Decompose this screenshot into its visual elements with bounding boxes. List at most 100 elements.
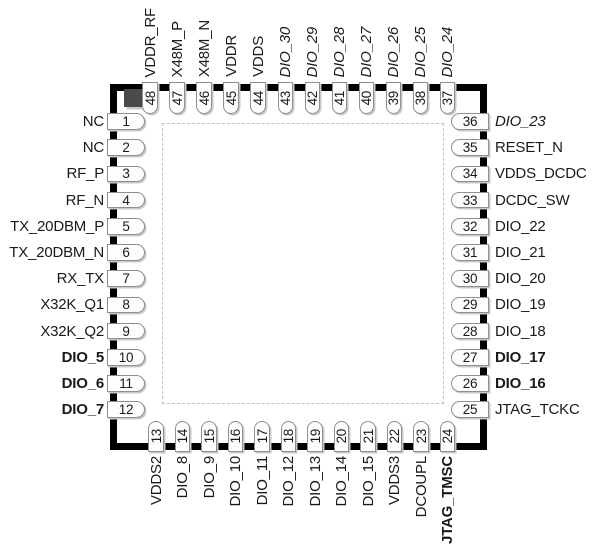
pin-18-number: 18 <box>281 429 296 444</box>
pin-11-pad: 11 <box>107 375 145 392</box>
pin-43-pad: 43 <box>277 82 293 114</box>
pin-13-label: VDDS2 <box>147 456 165 506</box>
pin-17-number: 17 <box>254 429 270 444</box>
pin-1-number: 1 <box>122 114 130 129</box>
pin-32-label: DIO_22 <box>495 217 546 235</box>
pin-8-pad: 8 <box>107 296 145 314</box>
pin-34-pad: 34 <box>451 165 489 183</box>
pin-2-pad: 2 <box>107 139 145 156</box>
pin-39-label: DIO_26 <box>384 26 402 78</box>
pin-42-pad: 42 <box>304 82 321 114</box>
pin-44-number: 44 <box>250 90 266 106</box>
pin-46-number: 46 <box>196 90 212 106</box>
pin-7-label: RX_TX <box>56 270 105 288</box>
pin-42-label: DIO_29 <box>303 26 321 78</box>
pin-43-number: 43 <box>277 90 293 106</box>
exposed-pad-outline <box>162 123 444 404</box>
pin-2-label: NC <box>82 139 104 157</box>
pin-40-label: DIO_27 <box>357 26 375 78</box>
pin-15-number: 15 <box>201 429 217 444</box>
pin-36-label: DIO_23 <box>495 113 546 130</box>
pin-28-pad: 28 <box>451 322 489 340</box>
pin-14-pad: 14 <box>174 420 191 452</box>
pin-41-pad: 41 <box>331 82 348 114</box>
pin-10-label: DIO_5 <box>61 348 105 366</box>
pin-48-label: VDDR_RF <box>141 7 159 77</box>
pin-42-number: 42 <box>304 90 320 106</box>
pin-29-number: 29 <box>462 297 478 313</box>
pin-3-label: RF_P <box>66 165 104 183</box>
pin-23-number: 23 <box>413 429 429 444</box>
pin-16-number: 16 <box>228 429 243 444</box>
pin-35-pad: 35 <box>451 139 489 156</box>
pin-20-label: DIO_14 <box>333 456 350 507</box>
pin-3-pad: 3 <box>107 165 145 183</box>
pin-33-pad: 33 <box>451 191 489 209</box>
pin-12-label: DIO_7 <box>61 401 105 419</box>
pin-40-pad: 40 <box>358 82 375 114</box>
pin-5-pad: 5 <box>107 218 145 235</box>
pin-25-number: 25 <box>462 402 478 418</box>
pin-11-number: 11 <box>119 376 133 391</box>
pin-27-label: DIO_17 <box>495 348 546 366</box>
pin-48-pad: 48 <box>142 82 158 114</box>
pin-1-pad: 1 <box>107 113 145 130</box>
pin-45-pad: 45 <box>223 82 239 114</box>
pin-44-label: VDDS <box>249 36 267 77</box>
pin-18-pad: 18 <box>280 420 297 452</box>
chip-outline <box>110 84 487 450</box>
pin-45-label: VDDR <box>222 35 240 77</box>
pin-3-number: 3 <box>122 166 130 182</box>
pin-14-number: 14 <box>175 429 190 444</box>
pin-24-pad: 24 <box>439 420 456 452</box>
pin-47-pad: 47 <box>169 82 185 114</box>
pin-36-pad: 36 <box>451 113 489 130</box>
pin-21-number: 21 <box>360 429 376 444</box>
pin-46-label: X48M_N <box>195 19 213 77</box>
pin-40-number: 40 <box>358 90 374 106</box>
pin-25-pad: 25 <box>451 401 489 418</box>
pin-10-number: 10 <box>118 349 134 365</box>
pin-27-pad: 27 <box>451 349 489 366</box>
pin-38-number: 38 <box>413 90 428 106</box>
pin-29-pad: 29 <box>451 296 489 314</box>
pin-34-number: 34 <box>462 166 478 182</box>
pin-22-number: 22 <box>387 429 402 444</box>
pin-21-pad: 21 <box>360 420 376 452</box>
pin-35-label: RESET_N <box>495 139 563 157</box>
pin-15-label: DIO_9 <box>200 456 218 499</box>
pin-44-pad: 44 <box>250 82 266 114</box>
pin-22-label: VDDS3 <box>386 456 403 506</box>
pin-23-pad: 23 <box>413 420 429 452</box>
pin-5-label: TX_20DBM_P <box>10 217 104 235</box>
pin-18-label: DIO_12 <box>280 456 297 507</box>
pin-24-label: JTAG_TMSC <box>439 456 456 544</box>
pin-31-number: 31 <box>462 245 478 260</box>
pin-24-number: 24 <box>440 429 455 444</box>
pin-45-number: 45 <box>223 90 239 106</box>
pin-27-number: 27 <box>462 349 478 365</box>
pin-46-pad: 46 <box>196 82 212 114</box>
pin-2-number: 2 <box>122 140 130 156</box>
pin-8-label: X32K_Q1 <box>40 296 104 314</box>
pin-14-label: DIO_8 <box>174 456 191 499</box>
pin-28-label: DIO_18 <box>495 322 546 340</box>
pin-10-pad: 10 <box>107 349 145 366</box>
pin-33-number: 33 <box>462 192 478 208</box>
pin-29-label: DIO_19 <box>495 296 546 314</box>
pin-9-label: X32K_Q2 <box>40 322 104 340</box>
pin-32-pad: 32 <box>451 218 489 235</box>
pin-4-number: 4 <box>122 192 130 208</box>
pin-7-pad: 7 <box>107 270 145 287</box>
pin-8-number: 8 <box>122 297 130 313</box>
pin-13-number: 13 <box>148 429 164 444</box>
pin-22-pad: 22 <box>386 420 403 452</box>
pin-19-number: 19 <box>307 429 323 444</box>
pin-30-number: 30 <box>462 271 478 287</box>
pin-12-pad: 12 <box>107 401 145 418</box>
pin-41-number: 41 <box>331 90 347 106</box>
pin-37-label: DIO_24 <box>439 26 457 78</box>
pin-26-pad: 26 <box>451 375 489 392</box>
pin-1-label: NC <box>82 113 104 130</box>
